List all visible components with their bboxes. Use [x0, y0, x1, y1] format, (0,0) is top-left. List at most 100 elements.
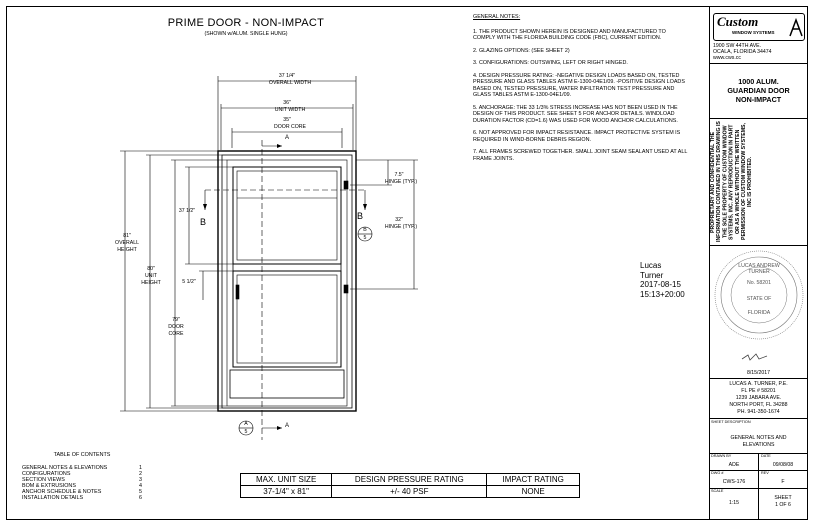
logo-mark-icon: [789, 18, 803, 37]
note-5: 5. ANCHORAGE: THE 33 1/3% STRESS INCREAS…: [473, 104, 678, 124]
hinge2-label: HINGE (TYP.): [384, 224, 418, 230]
title-block: [709, 6, 809, 520]
sheet-label: SHEET: [774, 495, 792, 501]
overall-height-value: 81": [123, 233, 131, 239]
note-1: 1. THE PRODUCT SHOWN HEREIN IS DESIGNED …: [473, 28, 666, 42]
sheet-desc-line2: ELEVATIONS: [742, 442, 775, 448]
hinge2-value: 32": [395, 217, 403, 223]
tb-divider: [709, 418, 808, 419]
unit-height-value: 80": [147, 266, 155, 272]
general-notes: GENERAL NOTES: 1. THE PRODUCT SHOWN HERE…: [473, 14, 703, 166]
product-line1: 1000 ALUM.: [738, 77, 779, 86]
drawing-sheet: [6, 6, 808, 520]
dwg-value: CWS-176: [722, 479, 746, 485]
tb-divider: [709, 63, 808, 64]
engineer-seal: [714, 250, 804, 340]
overall-width-value: 37 1/4": [278, 73, 296, 79]
company-web: www.cws.cc: [713, 55, 741, 61]
seal-bottom: FLORIDA: [747, 310, 771, 316]
engineer-name: LUCAS A. TURNER, P.E.: [729, 381, 788, 387]
unit-height-label1: UNIT: [144, 273, 158, 279]
signature-name1: Lucas: [640, 261, 662, 270]
digital-signature: Lucas Turner 2017-08-15 15:13+20:00: [640, 261, 685, 299]
door-core-height-label2: CORE: [168, 331, 184, 337]
section-b-left-label: B: [200, 217, 207, 227]
tb-divider: [709, 245, 808, 246]
drawn-by-label: DRAWN BY: [711, 454, 732, 458]
scale-label: SCALE: [711, 489, 724, 493]
table-of-contents: TABLE OF CONTENTS GENERAL NOTES & ELEVAT…: [22, 452, 142, 501]
unit-height-label2: HEIGHT: [141, 280, 161, 286]
signature-scribble-icon: [741, 353, 768, 361]
sheet-desc-line1: GENERAL NOTES AND: [730, 435, 787, 441]
date-value: 09/08/08: [772, 462, 794, 468]
note-6: 6. NOT APPROVED FOR IMPACT RESISTANCE. I…: [473, 130, 681, 143]
signature-time: 15:13+20:00: [640, 289, 685, 299]
seal-top-text: LUCAS ANDREW TURNER: [738, 263, 780, 276]
callout-a-sheet: 5: [244, 429, 248, 435]
product-line2: GUARDIAN DOOR: [727, 86, 790, 95]
tb-vertical-divider: [758, 453, 759, 520]
overall-height-label1: OVERALL: [115, 240, 139, 246]
rev-value: F: [781, 479, 785, 485]
door-elevation: [120, 76, 418, 440]
signed-date: 8/15/2017: [746, 370, 771, 376]
door-core-height-label1: DOOR: [168, 324, 184, 330]
sheet-desc-label: SHEET DESCRIPTION: [711, 420, 751, 424]
callout-b-sheet: 5: [363, 235, 367, 241]
notes-heading: GENERAL NOTES:: [473, 14, 521, 20]
scale-value: 1:15: [728, 500, 740, 506]
engineer-phone: PH. 941-350-1674: [737, 409, 780, 415]
logo-text: Custom: [717, 14, 759, 29]
drawn-by-value: ADE: [728, 462, 740, 468]
engineer-info: LUCAS A. TURNER, P.E. FL PE # 58201 1239…: [709, 381, 808, 416]
glass-lower-value: 5 1/2": [182, 279, 196, 285]
callout-a-letter: A: [244, 421, 248, 427]
toc-heading: TABLE OF CONTENTS: [53, 452, 111, 458]
logo-subtext: WINDOW SYSTEMS: [732, 30, 775, 35]
engineer-city: NORTH PORT, FL 34288: [729, 402, 788, 408]
hinge1-label: HINGE (TYP.): [384, 179, 418, 185]
unit-width-label: UNIT WIDTH: [274, 107, 306, 113]
note-7: 7. ALL FRAMES SCREWED TOGETHER. SMALL JO…: [473, 149, 688, 162]
product-name: 1000 ALUM. GUARDIAN DOOR NON-IMPACT: [709, 77, 808, 104]
product-line3: NON-IMPACT: [735, 95, 782, 104]
seal-state: STATE OF: [746, 296, 772, 302]
rating-value-pressure: +/- 40 PSF: [331, 485, 488, 498]
section-a-top-label: A: [285, 135, 290, 141]
overall-height-label2: HEIGHT: [117, 247, 137, 253]
tb-divider: [709, 378, 808, 379]
company-address1: 1900 SW 44TH AVE.: [713, 43, 762, 49]
door-core-width-value: 35": [283, 117, 291, 123]
overall-width-label: OVERALL WIDTH: [268, 80, 312, 86]
rating-value-size: 37-1/4" x 81": [239, 485, 333, 498]
rating-header-impact: IMPACT RATING: [486, 473, 580, 486]
door-core-width-label: DOOR CORE: [274, 124, 306, 130]
rating-table: MAX. UNIT SIZE DESIGN PRESSURE RATING IM…: [239, 473, 580, 498]
tb-divider: [709, 118, 808, 119]
rating-header-size: MAX. UNIT SIZE: [239, 473, 333, 486]
signature-name2: Turner: [640, 270, 664, 280]
company-address2: OCALA, FLORIDA 34474: [713, 49, 772, 55]
unit-width-value: 36": [283, 100, 291, 106]
tb-divider: [709, 488, 808, 489]
company-logo: Custom WINDOW SYSTEMS: [713, 13, 805, 41]
signature-date: 2017-08-15: [640, 280, 681, 289]
drawing-subtitle: (SHOWN w/ALUM. SINGLE HUNG): [204, 31, 288, 37]
drawing-title: PRIME DOOR - NON-IMPACT: [167, 17, 325, 29]
note-2: 2. GLAZING OPTIONS: (SEE SHEET 2): [473, 47, 570, 54]
seal-license: No. 58201: [747, 280, 771, 286]
rating-value-impact: NONE: [486, 485, 580, 498]
date-label: DATE: [761, 454, 771, 458]
engineer-pe: FL PE # 58201: [741, 388, 776, 394]
engineer-street: 1239 JABARA AVE.: [735, 395, 782, 401]
section-b-right-label: B: [357, 211, 364, 221]
sheet-number: 1 OF 6: [775, 502, 791, 508]
hinge1-value: 7.5": [394, 172, 404, 178]
door-core-height-value: 79": [172, 317, 180, 323]
